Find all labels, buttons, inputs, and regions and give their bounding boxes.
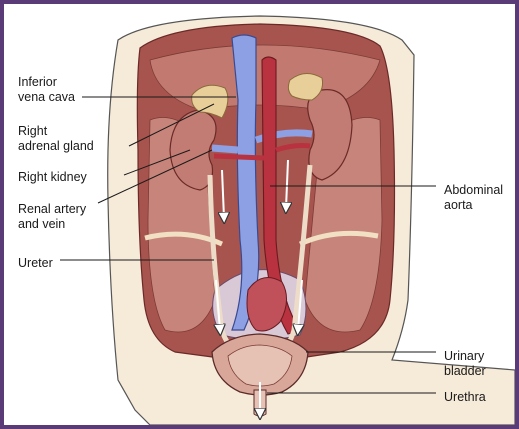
label-inferior-vena-cava: Inferior vena cava bbox=[18, 75, 75, 104]
flow-arrow-right-upper bbox=[286, 159, 288, 208]
flow-arrow-left-lower bbox=[216, 279, 220, 330]
label-urethra: Urethra bbox=[444, 390, 486, 404]
leader-renal bbox=[97, 149, 213, 204]
right-adrenal-shape bbox=[191, 84, 229, 119]
bladder-inner bbox=[227, 344, 293, 387]
right-renal-artery bbox=[213, 153, 265, 161]
label-renal-artery-and-vein: Renal artery and vein bbox=[18, 202, 87, 231]
leader-lines bbox=[60, 96, 436, 394]
urinary-system-illustration bbox=[60, 15, 515, 425]
flow-arrow-right-lower bbox=[298, 279, 302, 330]
label-right-kidney: Right kidney bbox=[18, 170, 87, 184]
label-urinary-bladder: Urinary bladder bbox=[444, 349, 486, 378]
iliac-crest-right bbox=[298, 230, 379, 247]
left-adrenal-shape bbox=[287, 73, 323, 101]
right-renal-vein bbox=[211, 144, 239, 154]
leader-adrenal bbox=[128, 103, 215, 147]
left-renal-artery bbox=[275, 143, 311, 153]
leader-kidney bbox=[123, 149, 191, 176]
rectum bbox=[246, 277, 287, 332]
label-abdominal-aorta: Abdominal aorta bbox=[444, 183, 504, 212]
flow-arrow-left-upper bbox=[222, 169, 224, 218]
label-right-adrenal-gland: Right adrenal gland bbox=[18, 124, 94, 153]
left-renal-vein bbox=[254, 129, 313, 144]
label-ureter: Ureter bbox=[18, 256, 53, 270]
